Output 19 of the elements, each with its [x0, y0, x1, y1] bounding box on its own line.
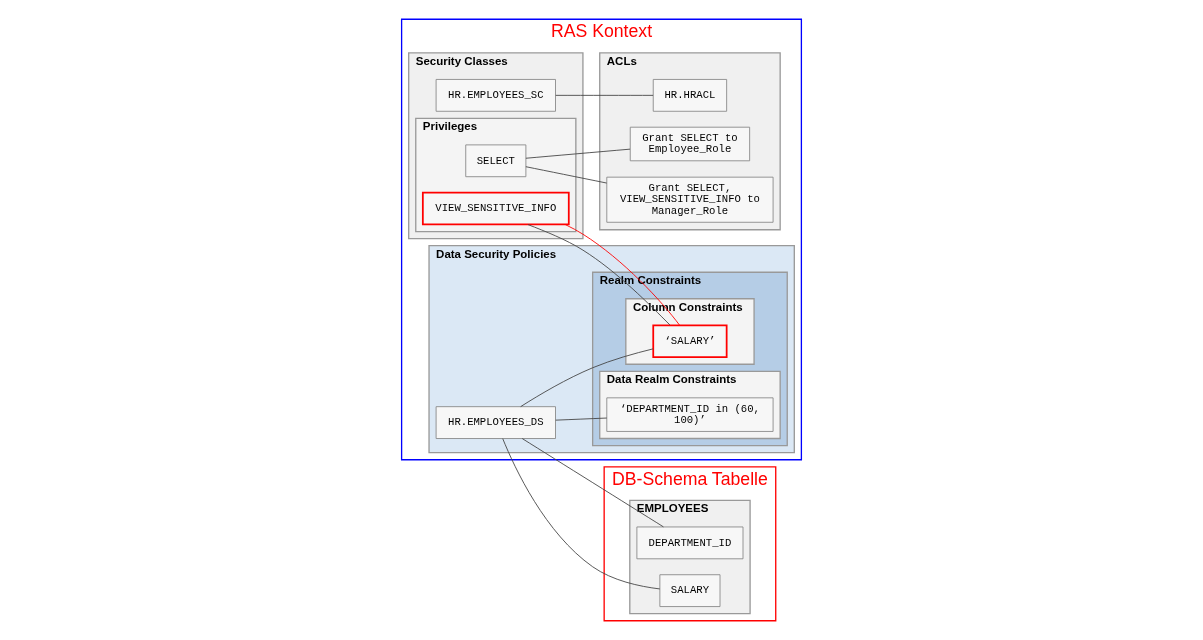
node-box: HR.EMPLOYEES_DS	[435, 406, 556, 439]
connector	[555, 417, 608, 421]
connector	[521, 438, 664, 528]
connector	[564, 224, 681, 326]
node-box: ‘SALARY’	[652, 324, 728, 359]
connector	[555, 94, 654, 96]
connector	[520, 348, 654, 408]
node-box: DEPARTMENT_ID	[636, 526, 744, 560]
node-box: SALARY	[659, 574, 721, 607]
node-box: ‘DEPARTMENT_ID in (60, 100)’	[606, 397, 774, 432]
node-box: HR.HRACL	[652, 79, 728, 112]
node-box: SELECT	[465, 144, 527, 178]
connector	[502, 438, 661, 590]
node-box: Grant SELECT to Employee_Role	[629, 126, 751, 162]
node-box: HR.EMPLOYEES_SC	[435, 79, 556, 112]
connector	[525, 148, 631, 159]
connector	[525, 166, 608, 184]
node-box: Grant SELECT, VIEW_SENSITIVE_INFO to Manager_Role	[606, 176, 774, 223]
node-box: VIEW_SENSITIVE_INFO	[421, 191, 570, 226]
